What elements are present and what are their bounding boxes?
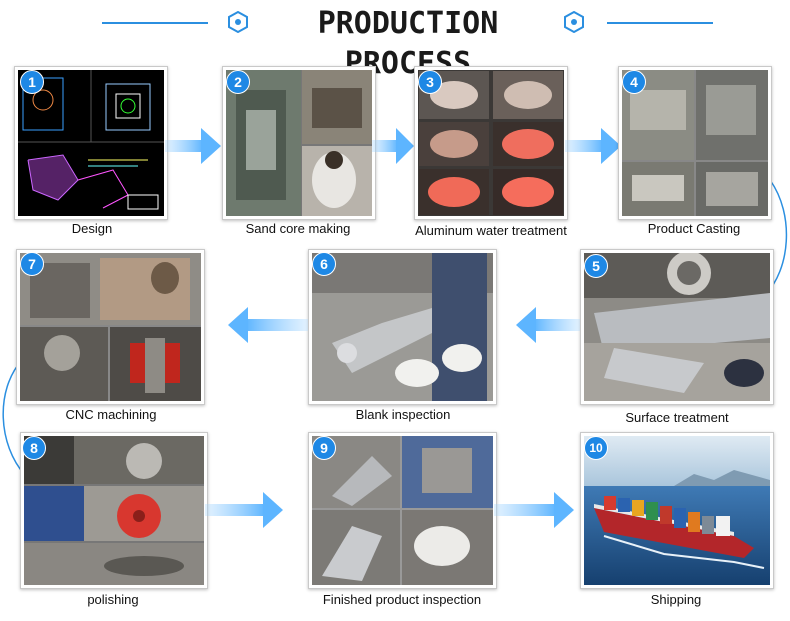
step-number-badge: 2: [226, 70, 250, 94]
finished-inspection-photo: [312, 436, 493, 585]
step-label: Product Casting: [647, 221, 741, 236]
molten-aluminum-photo: [418, 70, 564, 216]
title-rule-left: [102, 22, 208, 24]
arrow-left-icon: [516, 307, 580, 343]
arrow-right-icon: [372, 128, 414, 164]
arrow-right-icon: [165, 128, 221, 164]
blank-inspection-photo: [312, 253, 493, 401]
arrow-left-icon: [228, 307, 308, 343]
container-ship-photo: [584, 436, 770, 585]
sand-core-photo: [226, 70, 372, 216]
step-label: Sand core making: [245, 221, 351, 236]
step-number-badge: 5: [584, 254, 608, 278]
step-number-badge: 1: [20, 70, 44, 94]
flow-connector-left: [2, 359, 26, 476]
design-cad-drawings: [18, 70, 164, 216]
step-label: Shipping: [650, 592, 702, 607]
hexagon-icon: [228, 11, 248, 33]
arrow-right-icon: [494, 492, 574, 528]
polishing-photo: [24, 436, 204, 585]
step-label: Surface treatment: [625, 410, 729, 425]
step-number-badge: 7: [20, 252, 44, 276]
step-number-badge: 10: [584, 436, 608, 460]
step-label: polishing: [87, 592, 139, 607]
surface-treatment-photo: [584, 253, 770, 401]
header: PRODUCTION PROCESS: [0, 0, 790, 81]
step-label: Design: [71, 221, 113, 236]
step-number-badge: 9: [312, 436, 336, 460]
step-label: Aluminum water treatment: [415, 223, 567, 238]
step-label: Finished product inspection: [322, 592, 482, 607]
cnc-machining-photo: [20, 253, 201, 401]
step-number-badge: 6: [312, 252, 336, 276]
arrow-right-icon: [205, 492, 283, 528]
title-rule-right: [607, 22, 713, 24]
step-number-badge: 4: [622, 70, 646, 94]
step-number-badge: 3: [418, 70, 442, 94]
page-title: PRODUCTION PROCESS: [317, 6, 499, 81]
step-number-badge: 8: [22, 436, 46, 460]
arrow-right-icon: [565, 128, 621, 164]
casting-machine-photo: [622, 70, 768, 216]
hexagon-icon: [564, 11, 584, 33]
step-label: CNC machining: [65, 407, 157, 422]
step-label: Blank inspection: [355, 407, 451, 422]
